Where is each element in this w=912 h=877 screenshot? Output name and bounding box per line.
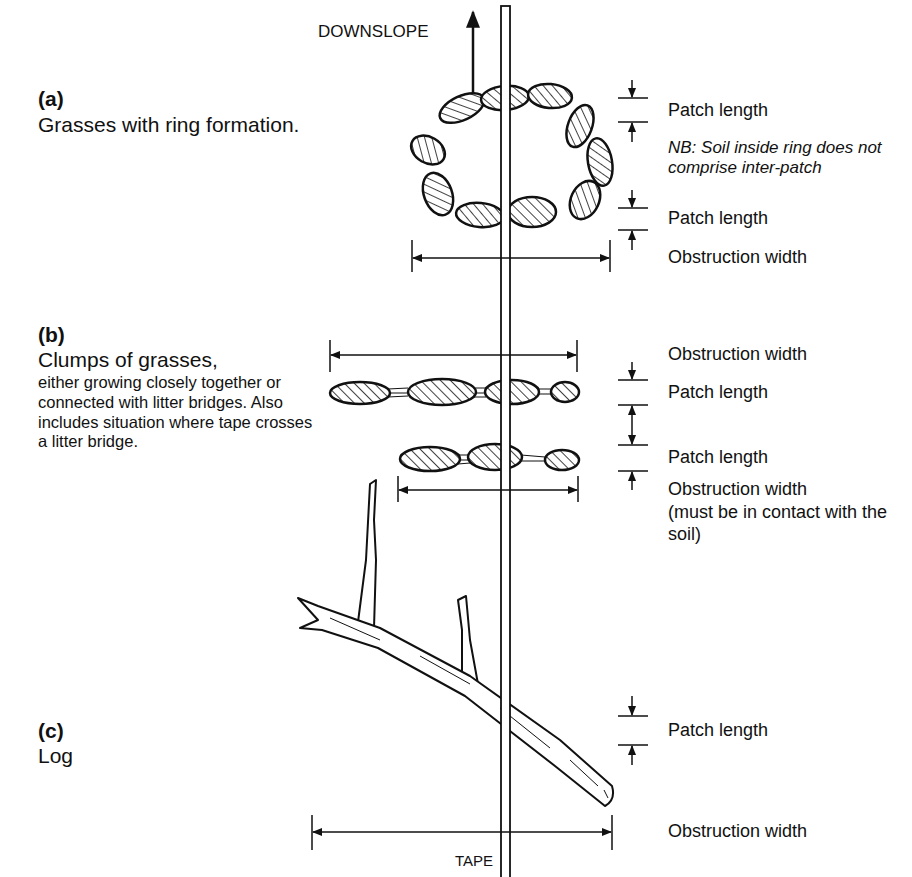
downslope-arrow — [472, 12, 475, 95]
panel-description-text: either growing closely together or conne… — [38, 373, 312, 450]
dimension-note: (must be in contact with the soil) — [668, 502, 900, 545]
dimension-label: Obstruction width — [668, 479, 807, 501]
dimension-label: Patch length — [668, 100, 768, 122]
panel-title-text: Grasses with ring formation. — [38, 113, 299, 136]
direction-label-text: DOWNSLOPE — [318, 22, 429, 41]
panel-title: Clumps of grasses, — [38, 347, 218, 372]
dimension-label-text: Patch length — [668, 208, 768, 228]
panel-letter: (a) — [38, 86, 64, 111]
dimension-label: Obstruction width — [668, 247, 807, 269]
panel-title-text: Clumps of grasses, — [38, 348, 218, 371]
dimension-label: Patch length — [668, 208, 768, 230]
dimension-label-text: Obstruction width — [668, 247, 807, 267]
dimension-label-text: Patch length — [668, 447, 768, 467]
panel-letter-text: (c) — [38, 719, 64, 742]
panel-title: Log — [38, 743, 73, 768]
dimension-label-text: Obstruction width — [668, 479, 807, 499]
dimension-label-text: Patch length — [668, 382, 768, 402]
panel-title: Grasses with ring formation. — [38, 112, 299, 137]
grass-ring — [406, 82, 616, 229]
dimension-label-text: Obstruction width — [668, 344, 807, 364]
dimension-label: Patch length — [668, 447, 768, 469]
tape-label: TAPE — [455, 852, 493, 870]
dimension-label: Patch length — [668, 720, 768, 742]
dimension-label: Obstruction width — [668, 821, 807, 843]
dimension-label: Obstruction width — [668, 344, 807, 366]
panel-description: either growing closely together or conne… — [38, 373, 323, 452]
tape-label-text: TAPE — [455, 852, 493, 869]
panel-letter: (c) — [38, 718, 64, 743]
grass-clump — [330, 379, 579, 471]
note-text: NB: Soil inside ring does not comprise i… — [668, 138, 882, 177]
panel-title-text: Log — [38, 744, 73, 767]
dimension-label: Patch length — [668, 382, 768, 404]
dimension-label-text: Obstruction width — [668, 821, 807, 841]
tape — [501, 6, 510, 877]
dimension-label-text: Patch length — [668, 720, 768, 740]
panel-letter-text: (a) — [38, 87, 64, 110]
log — [298, 480, 613, 806]
direction-label: DOWNSLOPE — [318, 22, 429, 42]
panel-letter-text: (b) — [38, 323, 65, 346]
panel-letter: (b) — [38, 322, 65, 347]
note: NB: Soil inside ring does not comprise i… — [668, 138, 903, 179]
dimension-label-text: Patch length — [668, 100, 768, 120]
dimension-marks — [312, 80, 648, 850]
dimension-note-text: (must be in contact with the soil) — [668, 502, 887, 544]
